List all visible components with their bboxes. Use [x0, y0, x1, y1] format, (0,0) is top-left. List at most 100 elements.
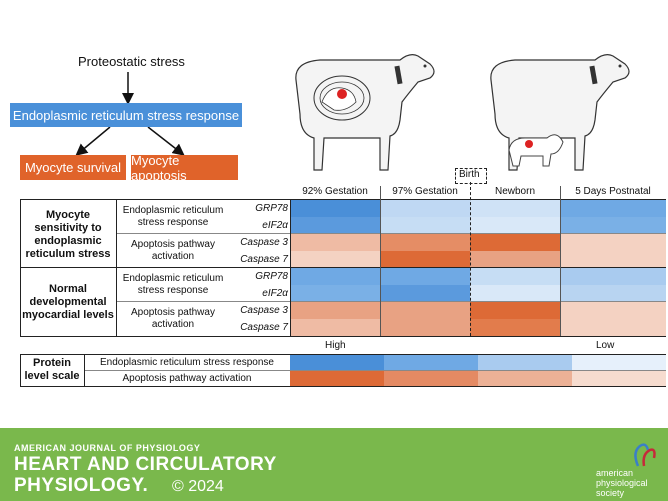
cell-s1-casp3-92 — [290, 234, 380, 251]
journal-year: © 2024 — [172, 478, 224, 495]
column-divider-1 — [380, 186, 381, 336]
cell-s1-casp3-5d — [560, 234, 666, 251]
cell-s2-grp78-97 — [380, 268, 470, 285]
cell-s2-casp7-nb — [470, 319, 560, 336]
cell-s1-eif2-97 — [380, 217, 470, 234]
scale-title: Protein level scale — [24, 357, 80, 382]
cell-s2-eif2-97 — [380, 285, 470, 302]
scale-bottom-line — [20, 386, 666, 387]
column-header-1: 97% Gestation — [392, 186, 458, 197]
society-name-line1: american — [596, 468, 634, 478]
journal-small-title: AMERICAN JOURNAL OF PHYSIOLOGY — [14, 443, 201, 453]
scale-top-line — [20, 354, 666, 355]
journal-title-line2: PHYSIOLOGY. — [14, 475, 149, 496]
scale-low-label: Low — [596, 340, 615, 351]
society-name-line3: society — [596, 488, 625, 498]
scale-mid-line — [84, 370, 666, 371]
section-divider-line — [20, 267, 666, 268]
cell-s2-eif2-92 — [290, 285, 380, 302]
gene-label-s1-casp3: Caspase 3 — [240, 237, 288, 248]
birth-dashed-line — [470, 182, 471, 336]
cell-s2-grp78-5d — [560, 268, 666, 285]
scale-high-label: High — [325, 340, 346, 351]
cell-s2-casp3-5d — [560, 302, 666, 319]
birth-label: Birth — [459, 169, 480, 180]
cell-s2-casp3-97 — [380, 302, 470, 319]
myocyte-survival-box: Myocyte survival — [20, 155, 126, 180]
er-stress-response-box: Endoplasmic reticulum stress response — [10, 103, 242, 127]
cell-s2-grp78-nb — [470, 268, 560, 285]
cell-s1-grp78-97 — [380, 200, 470, 217]
group-label-s2-apop: Apoptosis pathway activation — [131, 307, 215, 330]
gene-label-s1-eif2: eIF2α — [262, 220, 288, 231]
group-label-s2-er: Endoplasmic reticulum stress response — [122, 273, 224, 296]
journal-footer: AMERICAN JOURNAL OF PHYSIOLOGY HEART AND… — [0, 428, 668, 501]
column-header-3: 5 Days Postnatal — [575, 186, 651, 197]
table-bottom-line — [20, 336, 666, 337]
scale-left-line — [20, 354, 21, 386]
cell-s1-grp78-5d — [560, 200, 666, 217]
gene-label-s1-casp7: Caspase 7 — [240, 254, 288, 265]
cell-s2-grp78-92 — [290, 268, 380, 285]
scale-apop-swatch-2 — [478, 371, 572, 386]
column-header-2: Newborn — [494, 186, 536, 197]
scale-apop-swatches — [290, 371, 666, 386]
arrow-er-to-apoptosis — [147, 126, 185, 156]
cell-s2-casp7-92 — [290, 319, 380, 336]
gene-label-s2-grp78: GRP78 — [255, 271, 288, 282]
scale-er-swatch-1 — [384, 355, 478, 370]
cell-s1-casp7-97 — [380, 251, 470, 268]
cell-s1-casp7-92 — [290, 251, 380, 268]
cell-s2-casp7-5d — [560, 319, 666, 336]
scale-er-swatch-0 — [290, 355, 384, 370]
gene-label-s2-casp7: Caspase 7 — [240, 322, 288, 333]
column-divider-3 — [560, 186, 561, 336]
gene-column-divider — [290, 199, 291, 336]
scale-er-swatch-3 — [572, 355, 666, 370]
scale-apop-label: Apoptosis pathway activation — [122, 373, 252, 384]
cell-s1-grp78-nb — [470, 200, 560, 217]
society-logo-icon — [634, 443, 656, 467]
sheep-with-newborn-illustration — [490, 54, 630, 171]
table-left-line — [20, 199, 21, 336]
gene-label-s2-eif2: eIF2α — [262, 288, 288, 299]
group-label-s1-er: Endoplasmic reticulum stress response — [122, 205, 224, 228]
cell-s1-eif2-5d — [560, 217, 666, 234]
group-divider-1 — [116, 233, 666, 234]
scale-apop-swatch-1 — [384, 371, 478, 386]
cell-s1-casp7-nb — [470, 251, 560, 268]
section-title-sensitivity: Myocyte sensitivity to endoplasmic retic… — [25, 209, 111, 260]
cell-s2-casp3-nb — [470, 302, 560, 319]
group-divider-2 — [116, 301, 666, 302]
section-title-normal: Normal developmental myocardial levels — [22, 283, 114, 321]
birth-marker-box — [455, 168, 487, 184]
section-label-divider — [116, 199, 117, 336]
proteostatic-stress-label: Proteostatic stress — [78, 54, 185, 69]
flow-arrows — [75, 72, 185, 156]
cell-s1-grp78-92 — [290, 200, 380, 217]
myocyte-apoptosis-box: Myocyte apoptosis — [131, 153, 238, 183]
arrow-er-to-survival — [75, 126, 111, 156]
cell-s1-eif2-nb — [470, 217, 560, 234]
cell-s1-casp7-5d — [560, 251, 666, 268]
scale-apop-swatch-3 — [572, 371, 666, 386]
scale-apop-swatch-0 — [290, 371, 384, 386]
gene-label-s1-grp78: GRP78 — [255, 203, 288, 214]
cell-s2-eif2-5d — [560, 285, 666, 302]
scale-er-swatch-2 — [478, 355, 572, 370]
cell-s1-casp3-nb — [470, 234, 560, 251]
column-header-0: 92% Gestation — [302, 186, 368, 197]
table-top-line — [20, 199, 666, 200]
gene-label-s2-casp3: Caspase 3 — [240, 305, 288, 316]
society-name-line2: physiological — [596, 478, 648, 488]
scale-title-divider — [84, 354, 85, 386]
group-label-s1-apop: Apoptosis pathway activation — [131, 239, 215, 262]
cell-s2-casp3-92 — [290, 302, 380, 319]
cell-s1-eif2-92 — [290, 217, 380, 234]
journal-title-line1: HEART AND CIRCULATORY — [14, 454, 277, 475]
cell-s2-eif2-nb — [470, 285, 560, 302]
scale-er-label: Endoplasmic reticulum stress response — [100, 357, 274, 368]
pregnant-sheep-illustration — [295, 54, 435, 171]
cell-s2-casp7-97 — [380, 319, 470, 336]
